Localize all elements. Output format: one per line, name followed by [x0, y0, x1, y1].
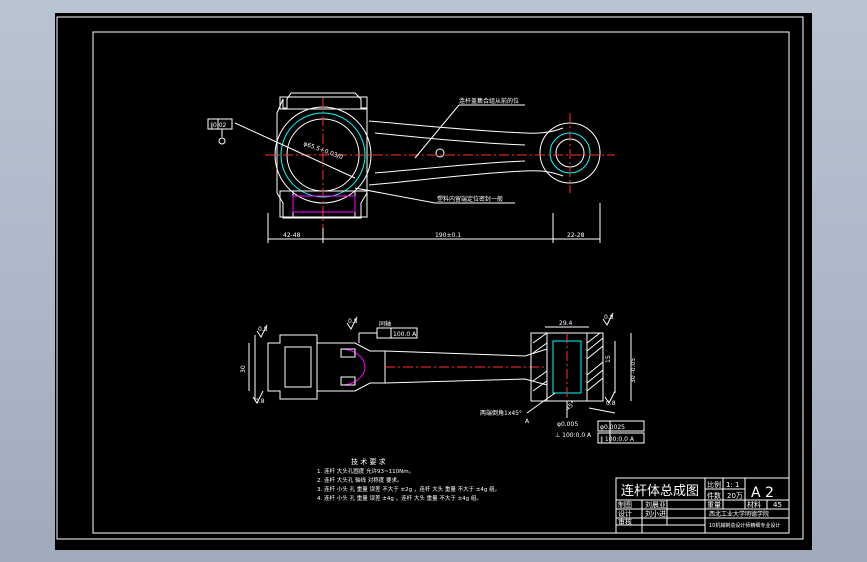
dim-right: 22-28 — [567, 232, 585, 239]
top-view-text: 连杆盖集合组从前的位 塑料内留端定位密封一般 φ65.5+0.03/0 ∥0.0… — [210, 97, 585, 239]
rod-shank-upper — [368, 120, 564, 134]
roughness-mid: 0.8 — [348, 318, 358, 325]
callout-top: 连杆盖集合组从前的位 — [459, 97, 519, 105]
tol-box-2: ⊥ 100:0.0 A — [555, 432, 592, 439]
roughness-right-bottom: 0.8 — [606, 400, 616, 407]
roughness-left-bottom: 0.8 — [255, 398, 265, 405]
dim-left: 42-48 — [283, 232, 301, 239]
side-view — [248, 326, 645, 444]
sheet-size: A 2 — [751, 485, 774, 501]
tol-top-left: 同轴 — [379, 320, 391, 328]
inner-border — [92, 31, 790, 534]
tech-item-1: 1. 连杆 大头孔圆度 允许93~110Nm。 — [317, 467, 414, 475]
datum-a: A — [525, 418, 530, 425]
label-weight: 重量 — [707, 501, 721, 509]
dim-width: 29.4 — [559, 320, 573, 327]
label-qty: 件数 — [707, 491, 721, 500]
top-bolt — [279, 96, 368, 110]
material-value: 45 — [773, 501, 782, 509]
label-designed: 设计 — [618, 509, 632, 518]
school-name: 西北工业大学明德学院 — [709, 510, 769, 518]
side-view-text: 0.8 0.8 0.8 0.8 0.8 同轴 100.0 A 29.4 15 3… — [240, 314, 637, 443]
tolerance-box-label: ∥0.02 — [210, 122, 227, 129]
qty-value: 20万 — [727, 492, 743, 500]
engineering-drawing: 连杆盖集合组从前的位 塑料内留端定位密封一般 φ65.5+0.03/0 ∥0.0… — [56, 16, 804, 540]
callout-bottom: 塑料内留端定位密封一般 — [437, 195, 503, 203]
tol-box-1: φ0.005 — [557, 421, 578, 428]
side-left-housing — [267, 334, 386, 400]
project-name: 10机械制造设计师精细专业设计 — [709, 522, 780, 529]
roughness-right-top: 0.8 — [604, 314, 614, 321]
outer-border — [56, 16, 804, 540]
dim-vertical-right: 30 -0.05 — [630, 358, 637, 383]
title-block — [615, 477, 790, 534]
dim-side-right: 15 — [605, 355, 612, 363]
label-drawn: 制图 — [618, 500, 632, 509]
tech-item-3: 3. 连杆 小头 孔 重量 误差 不大于 ±2g ，连杆 大头 重量 不大于 ±… — [317, 485, 500, 493]
roughness-left-top: 0.8 — [258, 326, 268, 333]
tol-box-4: ∥ 100:0.0 A — [600, 436, 635, 443]
tol-top-right: 100.0 A — [393, 331, 417, 338]
drawing-title: 连杆体总成图 — [621, 483, 699, 499]
tech-requirements: 技 术 要 求 1. 连杆 大头孔圆度 允许93~110Nm。 2. 连杆 大头… — [317, 457, 500, 502]
rod-shank-lower — [368, 170, 564, 186]
label-checked: 审核 — [618, 517, 632, 526]
tol-box-3: φ0.0025 — [600, 424, 625, 431]
title-block-text: 连杆体总成图 比例 1: 1 件数 20万 A 2 重量 材料 45 制图 刘晨… — [618, 480, 782, 529]
scale-value: 1: 1 — [726, 481, 740, 489]
label-scale: 比例 — [707, 480, 721, 489]
tech-item-4: 4. 连杆 小头 孔 重量 误差 ±4g ，连杆 大头 重量 不大于 ±4g 组… — [317, 494, 482, 502]
note-chamfer: 两端倒角1x45° — [480, 409, 522, 417]
drawing-frame — [56, 16, 804, 540]
designed-name: 刘小进 — [645, 509, 666, 518]
cad-viewport[interactable]: 连杆盖集合组从前的位 塑料内留端定位密封一般 φ65.5+0.03/0 ∥0.0… — [55, 13, 812, 550]
tech-item-2: 2. 连杆 大头孔 轴线 对称度 要求。 — [317, 476, 403, 484]
drawn-name: 刘晨亚 — [645, 500, 666, 509]
angle-label: 45° — [564, 400, 576, 412]
dim-left-vertical: 30 — [240, 365, 247, 373]
roughness-symbols — [252, 312, 616, 404]
dim-center: 190±0.1 — [435, 232, 461, 239]
top-view — [207, 92, 615, 243]
tech-title: 技 术 要 求 — [351, 457, 386, 466]
label-material: 材料 — [747, 500, 761, 509]
hatch — [532, 332, 604, 392]
